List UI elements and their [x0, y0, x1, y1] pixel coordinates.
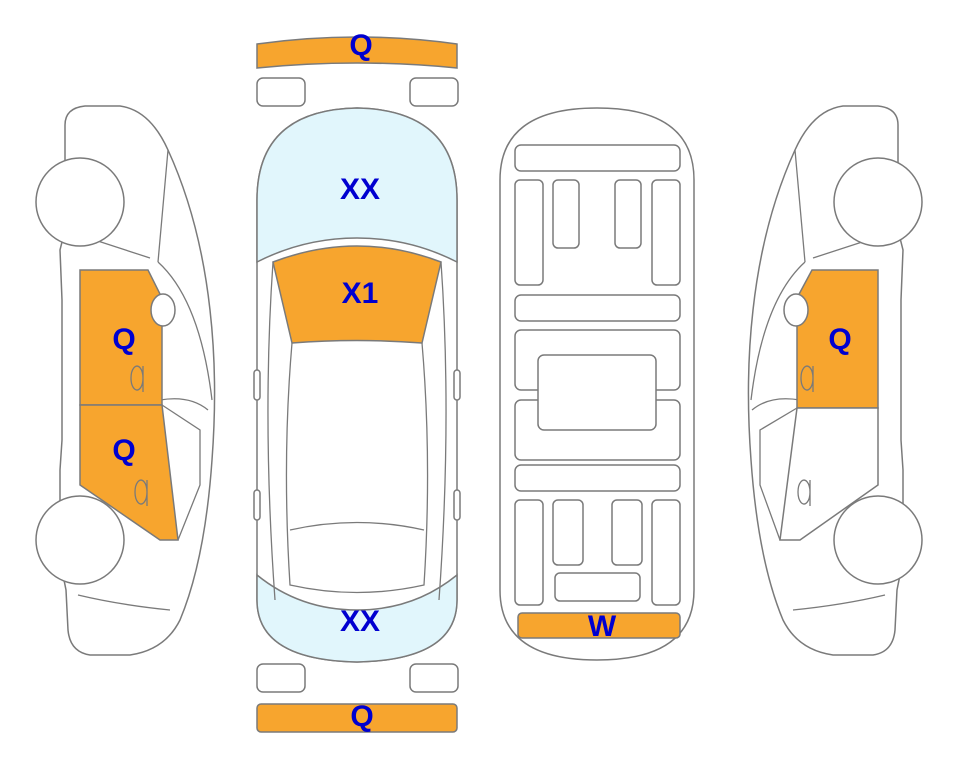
right-front-door	[796, 269, 879, 409]
left-rear-door	[79, 404, 179, 541]
left-rear-door-label: Q	[112, 434, 135, 467]
rear-bumper-label: Q	[350, 700, 373, 733]
left-rear-door-handle	[134, 479, 148, 506]
front-right-light	[409, 77, 459, 107]
left-front-wheel	[35, 157, 125, 247]
left-mirror	[150, 293, 176, 327]
right-front-door-handle	[800, 365, 814, 392]
roof-label: X1	[342, 277, 379, 310]
rear-window-label: XX	[340, 605, 380, 638]
right-side-view	[747, 105, 923, 656]
front-bumper[interactable]	[256, 36, 458, 69]
right-rear-door-handle	[797, 479, 811, 506]
rear-bumper[interactable]	[256, 703, 458, 733]
right-front-door-label: Q	[828, 323, 851, 356]
right-front-wheel	[833, 157, 923, 247]
right-mirror	[783, 293, 809, 327]
right-rear-door	[779, 407, 879, 541]
top-view	[253, 36, 461, 733]
left-front-door-handle	[130, 365, 144, 392]
rear-right-light	[409, 663, 459, 693]
left-side-view	[35, 105, 216, 656]
front-bumper-label: Q	[349, 29, 372, 62]
underbody-rear-label: W	[588, 610, 617, 643]
underbody-view	[499, 107, 695, 661]
rear-left-light	[256, 663, 306, 693]
rear-window[interactable]	[256, 573, 458, 663]
left-front-door-label: Q	[112, 323, 135, 356]
windshield[interactable]	[256, 107, 458, 264]
underbody-rear-section[interactable]	[517, 612, 681, 639]
windshield-label: XX	[340, 173, 380, 206]
front-left-light	[256, 77, 306, 107]
right-rear-wheel	[833, 495, 923, 585]
left-rear-wheel	[35, 495, 125, 585]
